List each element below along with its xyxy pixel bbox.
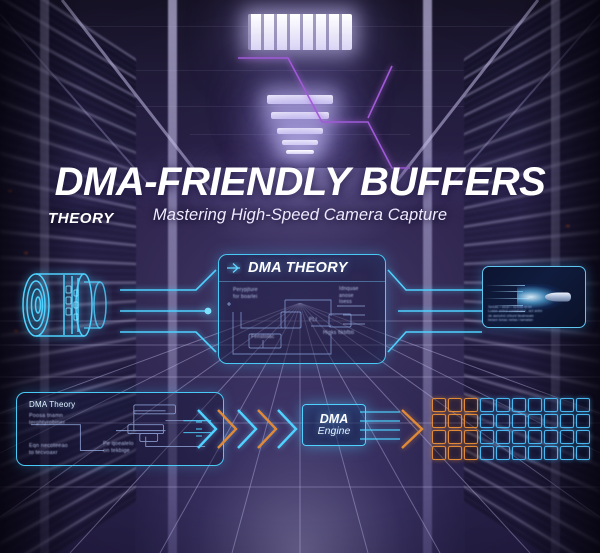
flow-label-blurred: Pe qoealelo on tekbige bbox=[103, 441, 134, 454]
buffer-cell[interactable] bbox=[448, 414, 462, 428]
motion-streak bbox=[491, 305, 523, 306]
buffer-cell[interactable] bbox=[576, 446, 590, 460]
buffer-cell[interactable] bbox=[560, 430, 574, 444]
buffer-cell[interactable] bbox=[464, 446, 478, 460]
buffer-cell[interactable] bbox=[432, 414, 446, 428]
dma-theory-card-title: DMA THEORY bbox=[248, 260, 348, 276]
flow-card-title: DMA Theory bbox=[29, 400, 76, 409]
theory-flow-schematic bbox=[227, 299, 365, 355]
buffer-cell[interactable] bbox=[432, 398, 446, 412]
buffer-cell[interactable] bbox=[480, 430, 494, 444]
theory-diagram-band: DMA THEORY bbox=[0, 248, 600, 374]
buffer-cell[interactable] bbox=[496, 446, 510, 460]
buffer-cell[interactable] bbox=[464, 414, 478, 428]
bullet-card-caption: Sesaic i sisan i lacbas ld ini Loasn ant… bbox=[488, 304, 543, 323]
connector-node-dot bbox=[204, 307, 212, 315]
buffer-cell[interactable] bbox=[576, 414, 590, 428]
buffer-cell[interactable] bbox=[496, 414, 510, 428]
dma-theory-card[interactable]: DMA THEORY bbox=[218, 254, 386, 364]
theory-eyebrow-label: THEORY bbox=[48, 210, 114, 227]
dma-pipeline-band: DMA Theory Poosa tnamn terghtyrobiner E bbox=[0, 388, 600, 474]
buffer-cell[interactable] bbox=[480, 414, 494, 428]
buffer-cell[interactable] bbox=[480, 398, 494, 412]
motion-streak bbox=[483, 298, 529, 299]
dma-theory-flow-card[interactable]: DMA Theory Poosa tnamn terghtyrobiner E bbox=[16, 392, 224, 466]
airplane-icon bbox=[227, 263, 240, 273]
flow-label-blurred: Eqn necoteeao to tecvoaxr bbox=[29, 443, 68, 456]
buffer-cell[interactable] bbox=[544, 414, 558, 428]
buffer-cell[interactable] bbox=[464, 430, 478, 444]
buffer-cell[interactable] bbox=[512, 414, 526, 428]
theory-label-blurred: Idnquae anose Ioess bbox=[339, 286, 359, 305]
buffer-cell[interactable] bbox=[448, 430, 462, 444]
buffer-cell[interactable] bbox=[448, 446, 462, 460]
buffer-cell[interactable] bbox=[496, 398, 510, 412]
buffer-cell[interactable] bbox=[512, 398, 526, 412]
buffer-cell[interactable] bbox=[544, 398, 558, 412]
pipeline-chevrons-left bbox=[196, 409, 298, 449]
engine-output-lines bbox=[360, 411, 400, 440]
dma-buffer-grid[interactable] bbox=[432, 398, 591, 461]
buffer-cell[interactable] bbox=[528, 430, 542, 444]
buffer-cell[interactable] bbox=[560, 414, 574, 428]
bullet-projectile-image bbox=[545, 292, 571, 302]
buffer-cell[interactable] bbox=[496, 430, 510, 444]
buffer-cell[interactable] bbox=[528, 398, 542, 412]
buffer-cell[interactable] bbox=[544, 446, 558, 460]
flow-label-blurred: Poosa tnamn terghtyrobiner bbox=[29, 413, 66, 426]
buffer-cell[interactable] bbox=[480, 446, 494, 460]
buffer-cell[interactable] bbox=[512, 446, 526, 460]
buffer-cell[interactable] bbox=[432, 446, 446, 460]
page-subtitle: Mastering High-Speed Camera Capture bbox=[152, 206, 448, 224]
pipeline-chevrons-right bbox=[401, 409, 424, 449]
buffer-cell[interactable] bbox=[560, 446, 574, 460]
buffer-cell[interactable] bbox=[464, 398, 478, 412]
theory-label-blurred: Fenstolac bbox=[251, 334, 275, 340]
buffer-cell[interactable] bbox=[576, 398, 590, 412]
buffer-cell[interactable] bbox=[528, 446, 542, 460]
buffer-cell[interactable] bbox=[560, 398, 574, 412]
dma-engine-line2: Engine bbox=[317, 425, 351, 438]
circuit-connectors bbox=[120, 269, 482, 353]
camera-lens-icon bbox=[22, 273, 107, 337]
dma-theory-card-header: DMA THEORY bbox=[219, 255, 385, 282]
dma-engine-box[interactable]: DMA Engine bbox=[302, 404, 366, 446]
buffer-cell[interactable] bbox=[512, 430, 526, 444]
buffer-cell[interactable] bbox=[576, 430, 590, 444]
motion-streak bbox=[485, 285, 525, 286]
dma-theory-card-body: Perypjture for boarlei Fenstolac PLt Idn… bbox=[219, 282, 385, 365]
dma-engine-line1: DMA bbox=[319, 411, 349, 426]
theory-label-blurred: Higks fikbfbti bbox=[323, 330, 355, 336]
motion-streak bbox=[487, 311, 525, 312]
theory-label-blurred: Perypjture for boarlei bbox=[233, 287, 258, 300]
motion-streak bbox=[489, 291, 523, 292]
bullet-output-card[interactable]: Sesaic i sisan i lacbas ld ini Loasn ant… bbox=[482, 266, 586, 328]
buffer-cell[interactable] bbox=[432, 430, 446, 444]
buffer-cell[interactable] bbox=[544, 430, 558, 444]
theory-label-blurred: PLt bbox=[309, 317, 318, 323]
buffer-cell[interactable] bbox=[528, 414, 542, 428]
flow-card-schematic bbox=[30, 404, 212, 451]
page-title: DMA-FRIENDLY BUFFERS bbox=[54, 160, 546, 204]
buffer-cell[interactable] bbox=[448, 398, 462, 412]
